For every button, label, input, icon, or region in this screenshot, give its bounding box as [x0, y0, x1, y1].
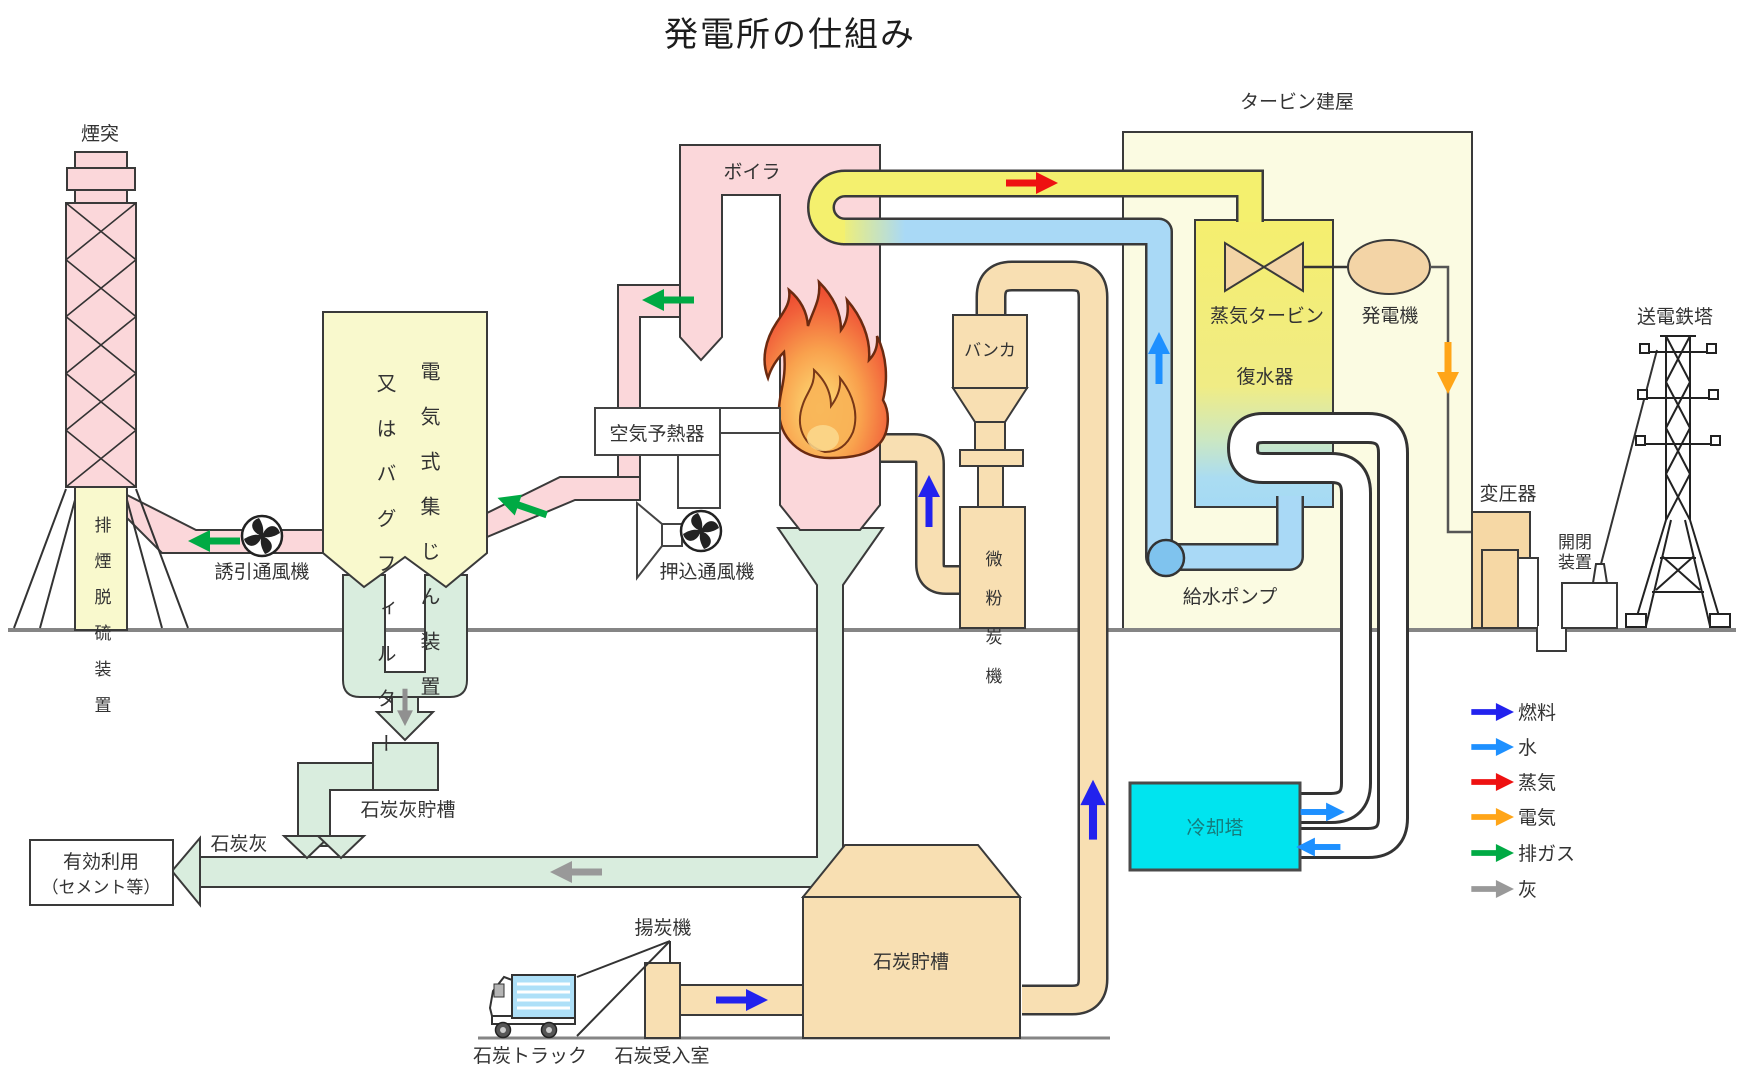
- chimney-lattice: [65, 202, 137, 488]
- coal-receiving-room: [644, 962, 681, 1039]
- induced-draft-fan-icon: [240, 514, 284, 558]
- steam-turbine-label: 蒸気タービン: [1210, 305, 1324, 327]
- coal-riser: [978, 263, 1106, 1013]
- truck-container: [511, 974, 576, 1019]
- cooling-tower: [1128, 781, 1302, 872]
- air-duct-to-boiler: [719, 407, 781, 434]
- reuse-label-1: 有効利用: [63, 851, 139, 873]
- induced-fan-label: 誘引通風機: [214, 561, 309, 583]
- precipitator-label-col2: 又はバグフィルター: [373, 373, 396, 753]
- legend-ash-arrow-icon: [1471, 879, 1514, 899]
- transformer-secondary: [1481, 549, 1519, 629]
- transmission-tower-label: 送電鉄塔: [1637, 306, 1713, 328]
- transformer-label: 変圧器: [1479, 483, 1536, 505]
- switchgear: [1561, 582, 1618, 629]
- cable-pit: [1536, 629, 1567, 652]
- air-duct-vertical: [677, 454, 721, 509]
- precipitator: 電気式集じん装置 又はバグフィルター: [322, 311, 488, 753]
- air-preheater-label: 空気予熱器: [609, 423, 704, 445]
- chimney-legs: [13, 488, 189, 629]
- legend-electricity-arrow-icon: [1471, 807, 1514, 827]
- ash-tank-label: 石炭灰貯槽: [360, 799, 455, 821]
- coal-truck: 石炭トラック: [473, 974, 587, 1067]
- ash-chevron: [315, 835, 367, 860]
- electrical-section: 変圧器 開閉 装置 送電鉄塔: [1430, 265, 1731, 652]
- ash-chevron: [281, 835, 333, 860]
- pulverizer-label: 微粉炭機: [983, 550, 1003, 685]
- generator-label: 発電機: [1361, 305, 1418, 327]
- pulverized-coal-pipe: [881, 435, 962, 593]
- precipitator-ash-duct: [342, 574, 468, 698]
- bunker-neck: [974, 421, 1006, 451]
- turbine-generator: 蒸気タービン 復水器 発電機: [1210, 239, 1431, 388]
- legend-exhaust-label: 排ガス: [1518, 843, 1575, 865]
- legend-steam-label: 蒸気: [1518, 772, 1556, 794]
- bunker-label: バンカ: [964, 341, 1016, 360]
- bunker-funnel: [951, 387, 1029, 423]
- transformer-radiator: [1517, 557, 1539, 629]
- truck-window: [493, 983, 505, 998]
- coal-unloader-label: 揚炭機: [634, 917, 691, 939]
- coal-storage: [802, 896, 1021, 1039]
- feeder-neck: [977, 465, 1004, 510]
- forced-fan-label: 押込通風機: [659, 561, 754, 583]
- fgd-label: 排煙脱硫装置: [92, 516, 112, 713]
- switchgear-label-1: 開閉: [1558, 533, 1592, 552]
- coal-ash-label: 石炭灰: [210, 833, 267, 855]
- cooling-pipe: [1229, 415, 1406, 856]
- air-preheater-assembly: 空気予熱器 押込通風機: [594, 407, 781, 583]
- pulverizer: [959, 506, 1026, 629]
- transmission-tower: [1625, 335, 1731, 628]
- feeder-flange: [959, 449, 1024, 467]
- turbine-building-label: タービン建屋: [1240, 91, 1354, 113]
- legend-ash-label: 灰: [1518, 879, 1537, 901]
- feed-pump: [1146, 538, 1186, 578]
- legend-electricity-label: 電気: [1518, 807, 1556, 829]
- coal-truck-label: 石炭トラック: [473, 1045, 587, 1067]
- ash-tank: [372, 742, 439, 791]
- truck-container-stripes: [517, 982, 570, 1010]
- turbine-valve-icon: [1262, 241, 1304, 293]
- legend-exhaust-arrow-icon: [1471, 843, 1514, 863]
- feed-pump-label: 給水ポンプ: [1183, 586, 1277, 608]
- legend-water-label: 水: [1518, 737, 1537, 759]
- legend-fuel-arrow-icon: [1471, 702, 1514, 722]
- reuse-box: 有効利用 （セメント等）: [29, 839, 174, 906]
- coal-storage-label: 石炭貯槽: [873, 951, 949, 973]
- switchgear-label-2: 装置: [1558, 553, 1592, 572]
- chimney-label: 煙突: [81, 123, 119, 145]
- chimney: 煙突 排煙脱硫装置: [13, 123, 189, 713]
- generator: [1347, 239, 1431, 295]
- cooling-tower-label: 冷却塔: [1186, 817, 1243, 839]
- page-title: 発電所の仕組み: [664, 16, 916, 54]
- flame-icon: [763, 278, 890, 460]
- legend: 燃料 水 蒸気 電気 排ガス 灰: [1471, 702, 1575, 901]
- power-line: [1600, 349, 1658, 565]
- cooling-system: 冷却塔: [1128, 412, 1409, 872]
- insulator-icon: [1591, 563, 1609, 584]
- condenser-label: 復水器: [1236, 366, 1293, 388]
- forced-draft-fan-icon: [679, 509, 723, 553]
- air-intake-horn: [636, 500, 663, 581]
- legend-water-arrow-icon: [1471, 737, 1514, 757]
- air-intake-neck: [661, 523, 683, 547]
- boiler-label: ボイラ: [723, 161, 780, 183]
- ash-system: 石炭灰貯槽 石炭灰 有効利用 （セメント等）: [29, 527, 885, 908]
- legend-steam-arrow-icon: [1471, 772, 1514, 792]
- steam-water-loop: 給水ポンプ: [807, 169, 1304, 608]
- ash-flow-arrowhead: [170, 835, 201, 908]
- legend-fuel-label: 燃料: [1518, 702, 1556, 724]
- precipitator-label-col1: 電気式集じん装置: [417, 361, 440, 696]
- air-preheater: [594, 407, 721, 456]
- coal-receiving-label: 石炭受入室: [614, 1045, 709, 1067]
- steam-pipe: [809, 172, 1262, 243]
- coal-unloader: [576, 940, 671, 1037]
- turbine-valve-icon: [1224, 241, 1266, 293]
- fgd-unit: [74, 486, 128, 631]
- reuse-label-2: （セメント等）: [42, 878, 161, 897]
